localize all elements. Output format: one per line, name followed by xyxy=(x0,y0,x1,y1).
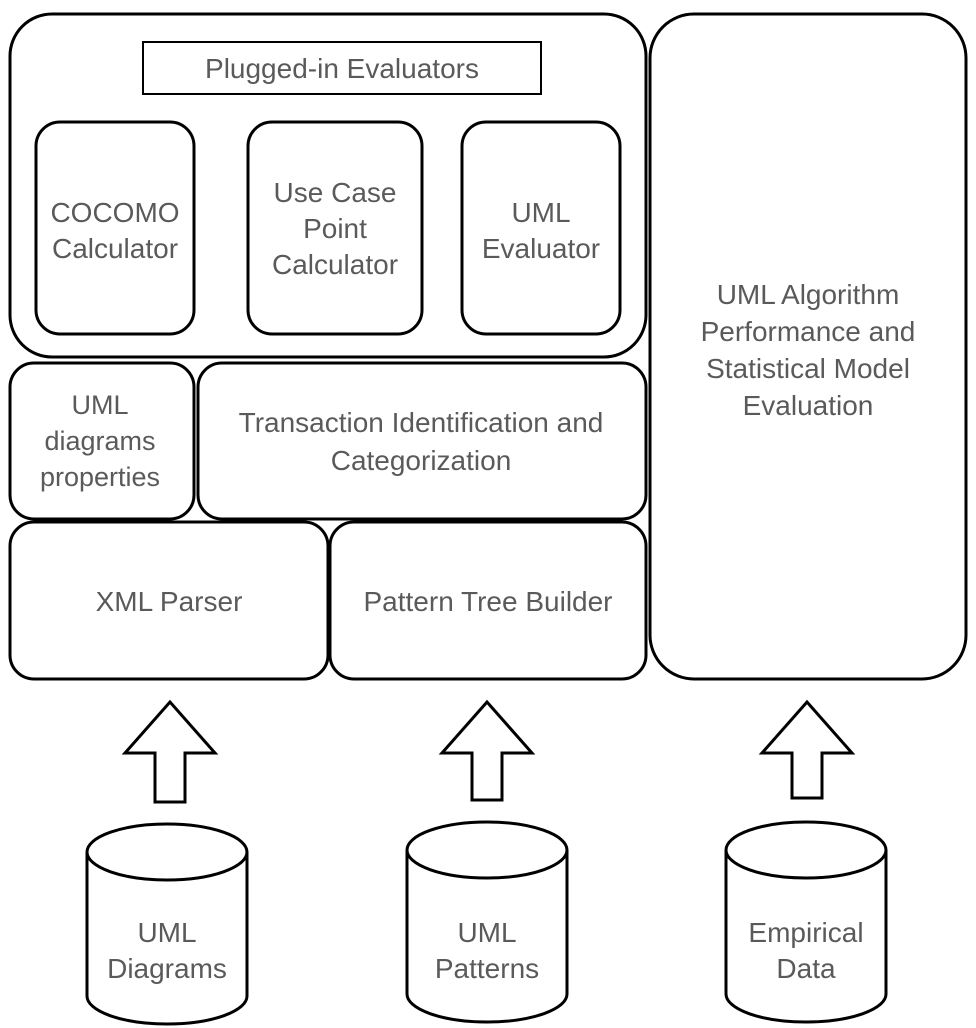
uml-patterns-label-2: Patterns xyxy=(435,953,539,984)
uml-evaluator-label-2: Evaluator xyxy=(482,233,600,264)
uml-diagrams-label-2: Diagrams xyxy=(107,953,227,984)
empirical-data-label-1: Empirical xyxy=(748,917,863,948)
pattern-tree-builder-box xyxy=(328,520,648,681)
uml-properties-label-1: UML xyxy=(71,390,128,420)
uml-algorithm-label-1: UML Algorithm xyxy=(717,279,900,310)
use-case-point-label-1: Use Case xyxy=(274,177,397,208)
uml-evaluator-box xyxy=(460,120,622,336)
use-case-point-calculator-box xyxy=(246,120,424,336)
uml-diagrams-label-1: UML xyxy=(137,917,196,948)
up-arrow-xml-parser xyxy=(121,699,219,804)
uml-patterns-label-1: UML xyxy=(457,917,516,948)
transaction-identification-box xyxy=(196,361,648,521)
xml-parser-label: XML Parser xyxy=(96,586,243,617)
uml-algorithm-label-3: Statistical Model xyxy=(706,353,910,384)
empirical-data-database: Empirical Data xyxy=(724,820,888,1024)
up-arrow-uml-algorithm xyxy=(758,699,856,800)
uml-properties-label-3: properties xyxy=(40,462,160,492)
cocomo-calculator-box xyxy=(34,120,196,336)
uml-evaluator-label-1: UML xyxy=(511,197,570,228)
up-arrow-pattern-tree xyxy=(438,699,536,802)
uml-diagrams-properties-box xyxy=(8,361,196,521)
plugged-in-evaluators-title: Plugged-in Evaluators xyxy=(205,53,479,84)
uml-properties-label-2: diagrams xyxy=(44,426,155,456)
uml-algorithm-performance-box xyxy=(648,12,968,681)
transaction-label-1: Transaction Identification and xyxy=(239,407,604,438)
cocomo-calculator-label-2: Calculator xyxy=(52,233,178,264)
use-case-point-label-3: Calculator xyxy=(272,249,398,280)
uml-algorithm-label-4: Evaluation xyxy=(743,390,874,421)
use-case-point-label-2: Point xyxy=(303,213,367,244)
transaction-label-2: Categorization xyxy=(331,445,512,476)
plugged-in-evaluators-title-box xyxy=(142,41,542,95)
xml-parser-box xyxy=(8,520,330,681)
pattern-tree-builder-label: Pattern Tree Builder xyxy=(363,586,612,617)
cocomo-calculator-label-1: COCOMO xyxy=(50,197,179,228)
uml-patterns-database: UML Patterns xyxy=(405,820,569,1024)
empirical-data-label-2: Data xyxy=(776,953,836,984)
uml-diagrams-database: UML Diagrams xyxy=(85,822,249,1026)
uml-algorithm-label-2: Performance and xyxy=(701,316,916,347)
